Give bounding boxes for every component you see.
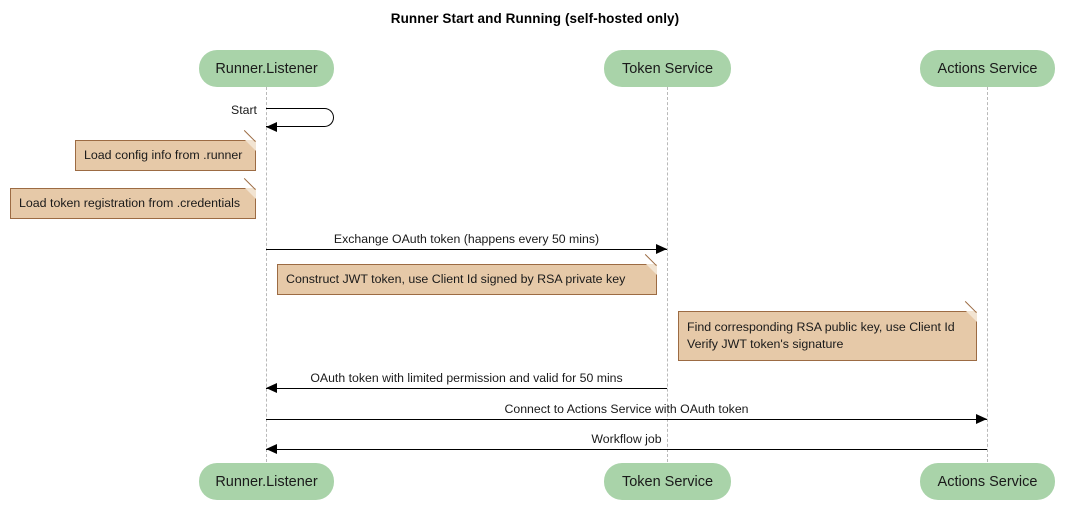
message-oauth-token-response-label: OAuth token with limited permission and …: [310, 371, 623, 385]
note-text: Find corresponding RSA public key, use C…: [687, 320, 955, 351]
page-title: Runner Start and Running (self-hosted on…: [390, 11, 680, 26]
note-load-config-info: Load config info from .runner: [75, 130, 256, 171]
participant-actions-service-bottom[interactable]: Actions Service: [920, 463, 1055, 500]
note-text: Load config info from .runner: [84, 148, 243, 162]
message-workflow-job-arrowhead: [266, 443, 277, 454]
message-oauth-token-response-line: [266, 388, 667, 389]
note-verify-jwt-token: Find corresponding RSA public key, use C…: [678, 301, 977, 361]
message-exchange-oauth-token-line: [266, 249, 667, 250]
participant-runner-listener-bottom[interactable]: Runner.Listener: [199, 463, 334, 500]
participant-label: Actions Service: [937, 473, 1038, 490]
note-construct-jwt-token: Construct JWT token, use Client Id signe…: [277, 254, 657, 295]
message-connect-to-actions-service-line: [266, 419, 987, 420]
lifeline-actions: [987, 87, 988, 462]
participant-label: Token Service: [621, 473, 714, 490]
note-text: Construct JWT token, use Client Id signe…: [286, 272, 626, 286]
message-connect-to-actions-service-arrowhead: [976, 413, 987, 424]
participant-actions-service[interactable]: Actions Service: [920, 50, 1055, 87]
note-fold-icon: [646, 264, 657, 275]
note-fold-icon: [245, 140, 256, 151]
self-message-start-loop: [266, 108, 334, 127]
lifeline-runner: [266, 87, 267, 462]
participant-label: Runner.Listener: [215, 473, 318, 490]
message-workflow-job-line: [266, 449, 987, 450]
participant-token-service[interactable]: Token Service: [604, 50, 731, 87]
note-fold-icon: [966, 311, 977, 322]
message-connect-to-actions-service-label: Connect to Actions Service with OAuth to…: [504, 402, 749, 416]
message-workflow-job-label: Workflow job: [591, 432, 662, 446]
note-text: Load token registration from .credential…: [19, 196, 241, 210]
lifeline-token: [667, 87, 668, 462]
message-oauth-token-response-arrowhead: [266, 382, 277, 393]
participant-runner-listener[interactable]: Runner.Listener: [199, 50, 334, 87]
self-message-start-arrowhead: [266, 121, 277, 132]
participant-token-service-bottom[interactable]: Token Service: [604, 463, 731, 500]
participant-label: Runner.Listener: [215, 60, 318, 77]
message-exchange-oauth-token-arrowhead: [656, 243, 667, 254]
message-exchange-oauth-token-label: Exchange OAuth token (happens every 50 m…: [333, 232, 600, 246]
note-load-token-registration: Load token registration from .credential…: [10, 178, 256, 219]
note-fold-icon: [245, 188, 256, 199]
participant-label: Token Service: [621, 60, 714, 77]
self-message-start-label: Start: [231, 103, 257, 117]
participant-label: Actions Service: [937, 60, 1038, 77]
